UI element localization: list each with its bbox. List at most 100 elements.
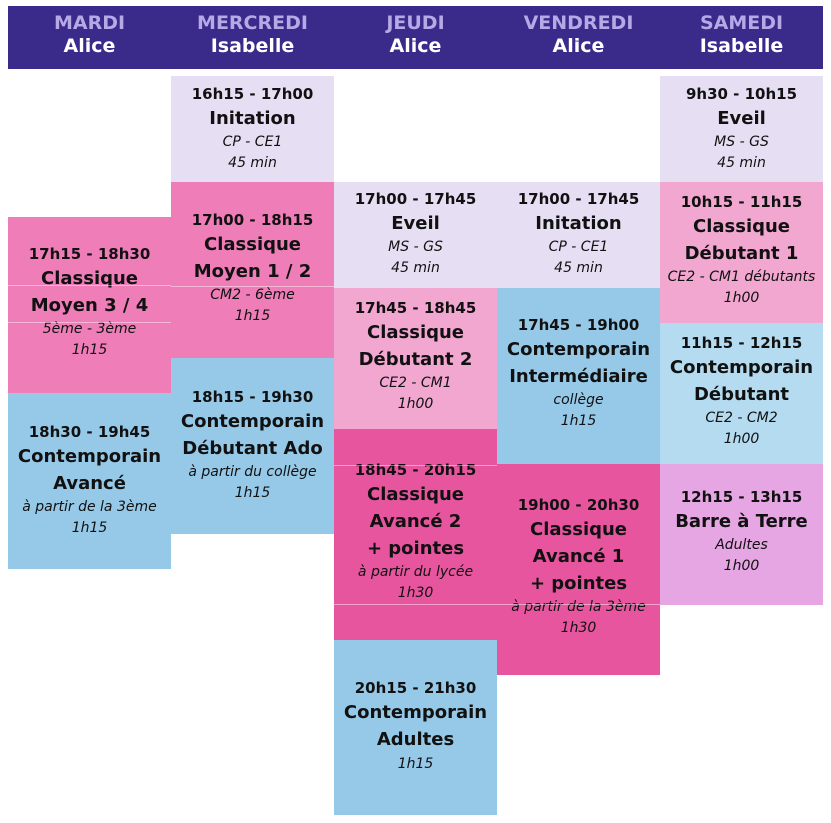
class-time: 16h15 - 17h00 <box>191 85 314 103</box>
class-time: 17h45 - 18h45 <box>354 299 477 317</box>
class-level: à partir du lycée <box>357 564 474 580</box>
day-label: VENDREDI <box>523 12 634 34</box>
class-time: 9h30 - 10h15 <box>685 85 798 103</box>
class-block: 17h15 - 18h30 Classique Moyen 3 / 4 5ème… <box>8 217 171 393</box>
class-level: CE2 - CM2 <box>705 410 778 426</box>
row-divider <box>497 604 660 605</box>
class-block: 11h15 - 12h15 Contemporain Débutant CE2 … <box>660 323 823 464</box>
class-duration: 1h30 <box>560 620 597 636</box>
class-level: CP - CE1 <box>222 134 283 150</box>
class-title: Initation <box>535 213 622 234</box>
class-title: Contemporain <box>17 446 162 467</box>
class-title: Classique <box>366 484 465 505</box>
class-duration: 45 min <box>717 155 766 171</box>
class-title: Avancé <box>53 473 126 494</box>
teacher-label: Alice <box>389 35 442 57</box>
class-title: Avancé 1 <box>532 546 625 567</box>
row-divider <box>171 286 334 287</box>
class-duration: 1h30 <box>397 585 434 601</box>
class-block: 18h15 - 19h30 Contemporain Débutant Ado … <box>171 358 334 534</box>
class-time: 18h15 - 19h30 <box>191 388 314 406</box>
class-time: 17h00 - 17h45 <box>517 190 640 208</box>
class-title: Contemporain <box>343 702 488 723</box>
class-time: 12h15 - 13h15 <box>680 488 803 506</box>
header-samedi: SAMEDI Isabelle <box>660 6 823 69</box>
class-level: CE2 - CM1 <box>379 375 452 391</box>
class-title: Moyen 1 / 2 <box>193 261 312 282</box>
class-duration: 1h00 <box>723 290 760 306</box>
class-duration: 1h00 <box>723 558 760 574</box>
day-label: SAMEDI <box>699 12 784 34</box>
row-divider <box>8 322 171 323</box>
teacher-label: Alice <box>552 35 605 57</box>
class-time: 20h15 - 21h30 <box>354 679 477 697</box>
class-duration: 1h15 <box>234 485 271 501</box>
class-time: 18h45 - 20h15 <box>354 461 477 479</box>
class-title: Barre à Terre <box>675 511 808 532</box>
class-level: MS - GS <box>388 239 443 255</box>
class-title: Débutant 1 <box>684 243 799 264</box>
row-divider <box>334 465 497 466</box>
class-block: 19h00 - 20h30 Classique Avancé 1 + point… <box>497 464 660 675</box>
class-title: Avancé 2 <box>369 511 462 532</box>
class-title: Contemporain <box>669 357 814 378</box>
class-level: CP - CE1 <box>548 239 609 255</box>
class-title: + pointes <box>529 573 628 594</box>
class-title: Classique <box>692 216 791 237</box>
header-jeudi: JEUDI Alice <box>334 6 497 69</box>
class-block: 20h15 - 21h30 Contemporain Adultes 1h15 <box>334 640 497 815</box>
class-block: 17h00 - 17h45 Eveil MS - GS 45 min <box>334 182 497 288</box>
class-duration: 45 min <box>228 155 277 171</box>
class-level: à partir de la 3ème <box>511 599 646 615</box>
class-level: MS - GS <box>714 134 769 150</box>
class-title: Moyen 3 / 4 <box>30 295 149 316</box>
class-title: Contemporain <box>506 339 651 360</box>
class-level: CE2 - CM1 débutants <box>667 269 816 285</box>
class-title: + pointes <box>366 538 465 559</box>
header-mardi: MARDI Alice <box>8 6 171 69</box>
class-level: collège <box>553 392 604 408</box>
class-title: Classique <box>203 234 302 255</box>
class-level: à partir du collège <box>188 464 317 480</box>
class-block: 16h15 - 17h00 Initation CP - CE1 45 min <box>171 76 334 182</box>
class-time: 10h15 - 11h15 <box>680 193 803 211</box>
class-block: 18h30 - 19h45 Contemporain Avancé à part… <box>8 393 171 569</box>
class-time: 19h00 - 20h30 <box>517 496 640 514</box>
day-label: MERCREDI <box>197 12 308 34</box>
class-block: 17h00 - 18h15 Classique Moyen 1 / 2 CM2 … <box>171 182 334 358</box>
teacher-label: Isabelle <box>210 35 295 57</box>
header-vendredi: VENDREDI Alice <box>497 6 660 69</box>
row-divider <box>8 285 171 286</box>
class-duration: 1h15 <box>71 520 108 536</box>
class-time: 17h15 - 18h30 <box>28 245 151 263</box>
class-duration: 1h00 <box>723 431 760 447</box>
class-title: Adultes <box>376 729 455 750</box>
class-title: Classique <box>529 519 628 540</box>
class-duration: 1h15 <box>71 342 108 358</box>
class-duration: 1h15 <box>560 413 597 429</box>
class-title: Intermédiaire <box>509 366 648 387</box>
class-time: 17h00 - 17h45 <box>354 190 477 208</box>
class-time: 17h45 - 19h00 <box>517 316 640 334</box>
class-title: Classique <box>366 322 465 343</box>
class-block: 12h15 - 13h15 Barre à Terre Adultes 1h00 <box>660 464 823 605</box>
class-block: 18h45 - 20h15 Classique Avancé 2 + point… <box>334 429 497 640</box>
class-block: 17h45 - 19h00 Contemporain Intermédiaire… <box>497 288 660 464</box>
class-time: 18h30 - 19h45 <box>28 423 151 441</box>
class-title: Débutant 2 <box>358 349 473 370</box>
class-title: Eveil <box>717 108 766 129</box>
class-level: à partir de la 3ème <box>22 499 157 515</box>
class-time: 17h00 - 18h15 <box>191 211 314 229</box>
class-title: Initation <box>209 108 296 129</box>
teacher-label: Isabelle <box>699 35 784 57</box>
class-title: Classique <box>40 268 139 289</box>
class-block: 10h15 - 11h15 Classique Débutant 1 CE2 -… <box>660 182 823 323</box>
class-duration: 45 min <box>391 260 440 276</box>
class-title: Eveil <box>391 213 440 234</box>
class-level: 5ème - 3ème <box>42 321 137 337</box>
schedule-header: MARDI Alice MERCREDI Isabelle JEUDI Alic… <box>8 6 823 69</box>
class-time: 11h15 - 12h15 <box>680 334 803 352</box>
class-level: CM2 - 6ème <box>210 287 295 303</box>
row-divider <box>334 604 497 605</box>
day-label: MARDI <box>53 12 126 34</box>
